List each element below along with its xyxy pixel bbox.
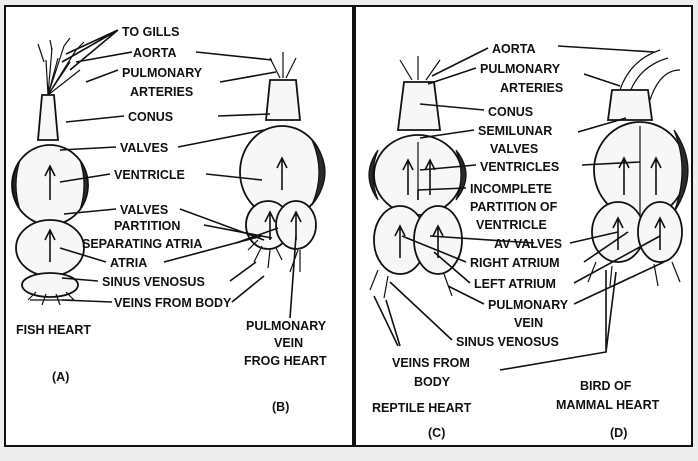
caption-frog-heart: FROG HEART — [244, 354, 327, 368]
caption-panel-a: (A) — [52, 370, 69, 384]
label-valves-2: VALVES — [490, 142, 538, 156]
caption-bird-mammal-2: MAMMAL HEART — [556, 398, 660, 412]
label-pulmonary-left-1: PULMONARY — [122, 66, 203, 80]
label-ventricle-3: VENTRICLE — [476, 218, 547, 232]
label-right-atrium: RIGHT ATRIUM — [470, 256, 560, 270]
label-vein-right-2: VEIN — [514, 316, 543, 330]
fish-conus — [38, 95, 58, 140]
label-pulmonary-vein-right-1: PULMONARY — [488, 298, 569, 312]
label-ventricles: VENTRICLES — [480, 160, 559, 174]
label-body-right-2: BODY — [414, 375, 451, 389]
label-aorta-left: AORTA — [133, 46, 177, 60]
label-partition: PARTITION — [114, 219, 180, 233]
label-semilunar-1: SEMILUNAR — [478, 124, 552, 138]
label-incomplete-1: INCOMPLETE — [470, 182, 552, 196]
label-valves-top: VALVES — [120, 141, 168, 155]
label-conus-left: CONUS — [128, 110, 173, 124]
label-valves-bottom: VALVES — [120, 203, 168, 217]
label-to-gills: TO GILLS — [122, 25, 179, 39]
label-veins-from-body-left: VEINS FROM BODY — [114, 296, 232, 310]
frog-conus — [266, 80, 300, 120]
mammal-great-vessels — [608, 90, 652, 120]
label-aorta-right: AORTA — [492, 42, 536, 56]
caption-reptile-heart: REPTILE HEART — [372, 401, 472, 415]
label-av-valves: AV VALVES — [494, 237, 562, 251]
label-sinus-venosus-left: SINUS VENOSUS — [102, 275, 205, 289]
label-atria: ATRIA — [110, 256, 147, 270]
caption-panel-b: (B) — [272, 400, 289, 414]
label-pulmonary-right-1: PULMONARY — [480, 62, 561, 76]
fish-sinus-venosus — [22, 273, 78, 297]
label-conus-right: CONUS — [488, 105, 533, 119]
label-left-atrium: LEFT ATRIUM — [474, 277, 556, 291]
label-veins-from-right-1: VEINS FROM — [392, 356, 470, 370]
label-arteries-left-2: ARTERIES — [130, 85, 193, 99]
label-pulmonary-vein-frog-1: PULMONARY — [246, 319, 327, 333]
label-partition-of-2: PARTITION OF — [470, 200, 558, 214]
caption-bird-mammal-1: BIRD OF — [580, 379, 632, 393]
label-separating-atria: SEPARATING ATRIA — [82, 237, 202, 251]
label-arteries-right-2: ARTERIES — [500, 81, 563, 95]
caption-fish-heart: FISH HEART — [16, 323, 91, 337]
caption-panel-d: (D) — [610, 426, 627, 440]
label-ventricle: VENTRICLE — [114, 168, 185, 182]
label-pulmonary-vein-frog-2: VEIN — [274, 336, 303, 350]
caption-panel-c: (C) — [428, 426, 445, 440]
label-sinus-venosus-right: SINUS VENOSUS — [456, 335, 559, 349]
